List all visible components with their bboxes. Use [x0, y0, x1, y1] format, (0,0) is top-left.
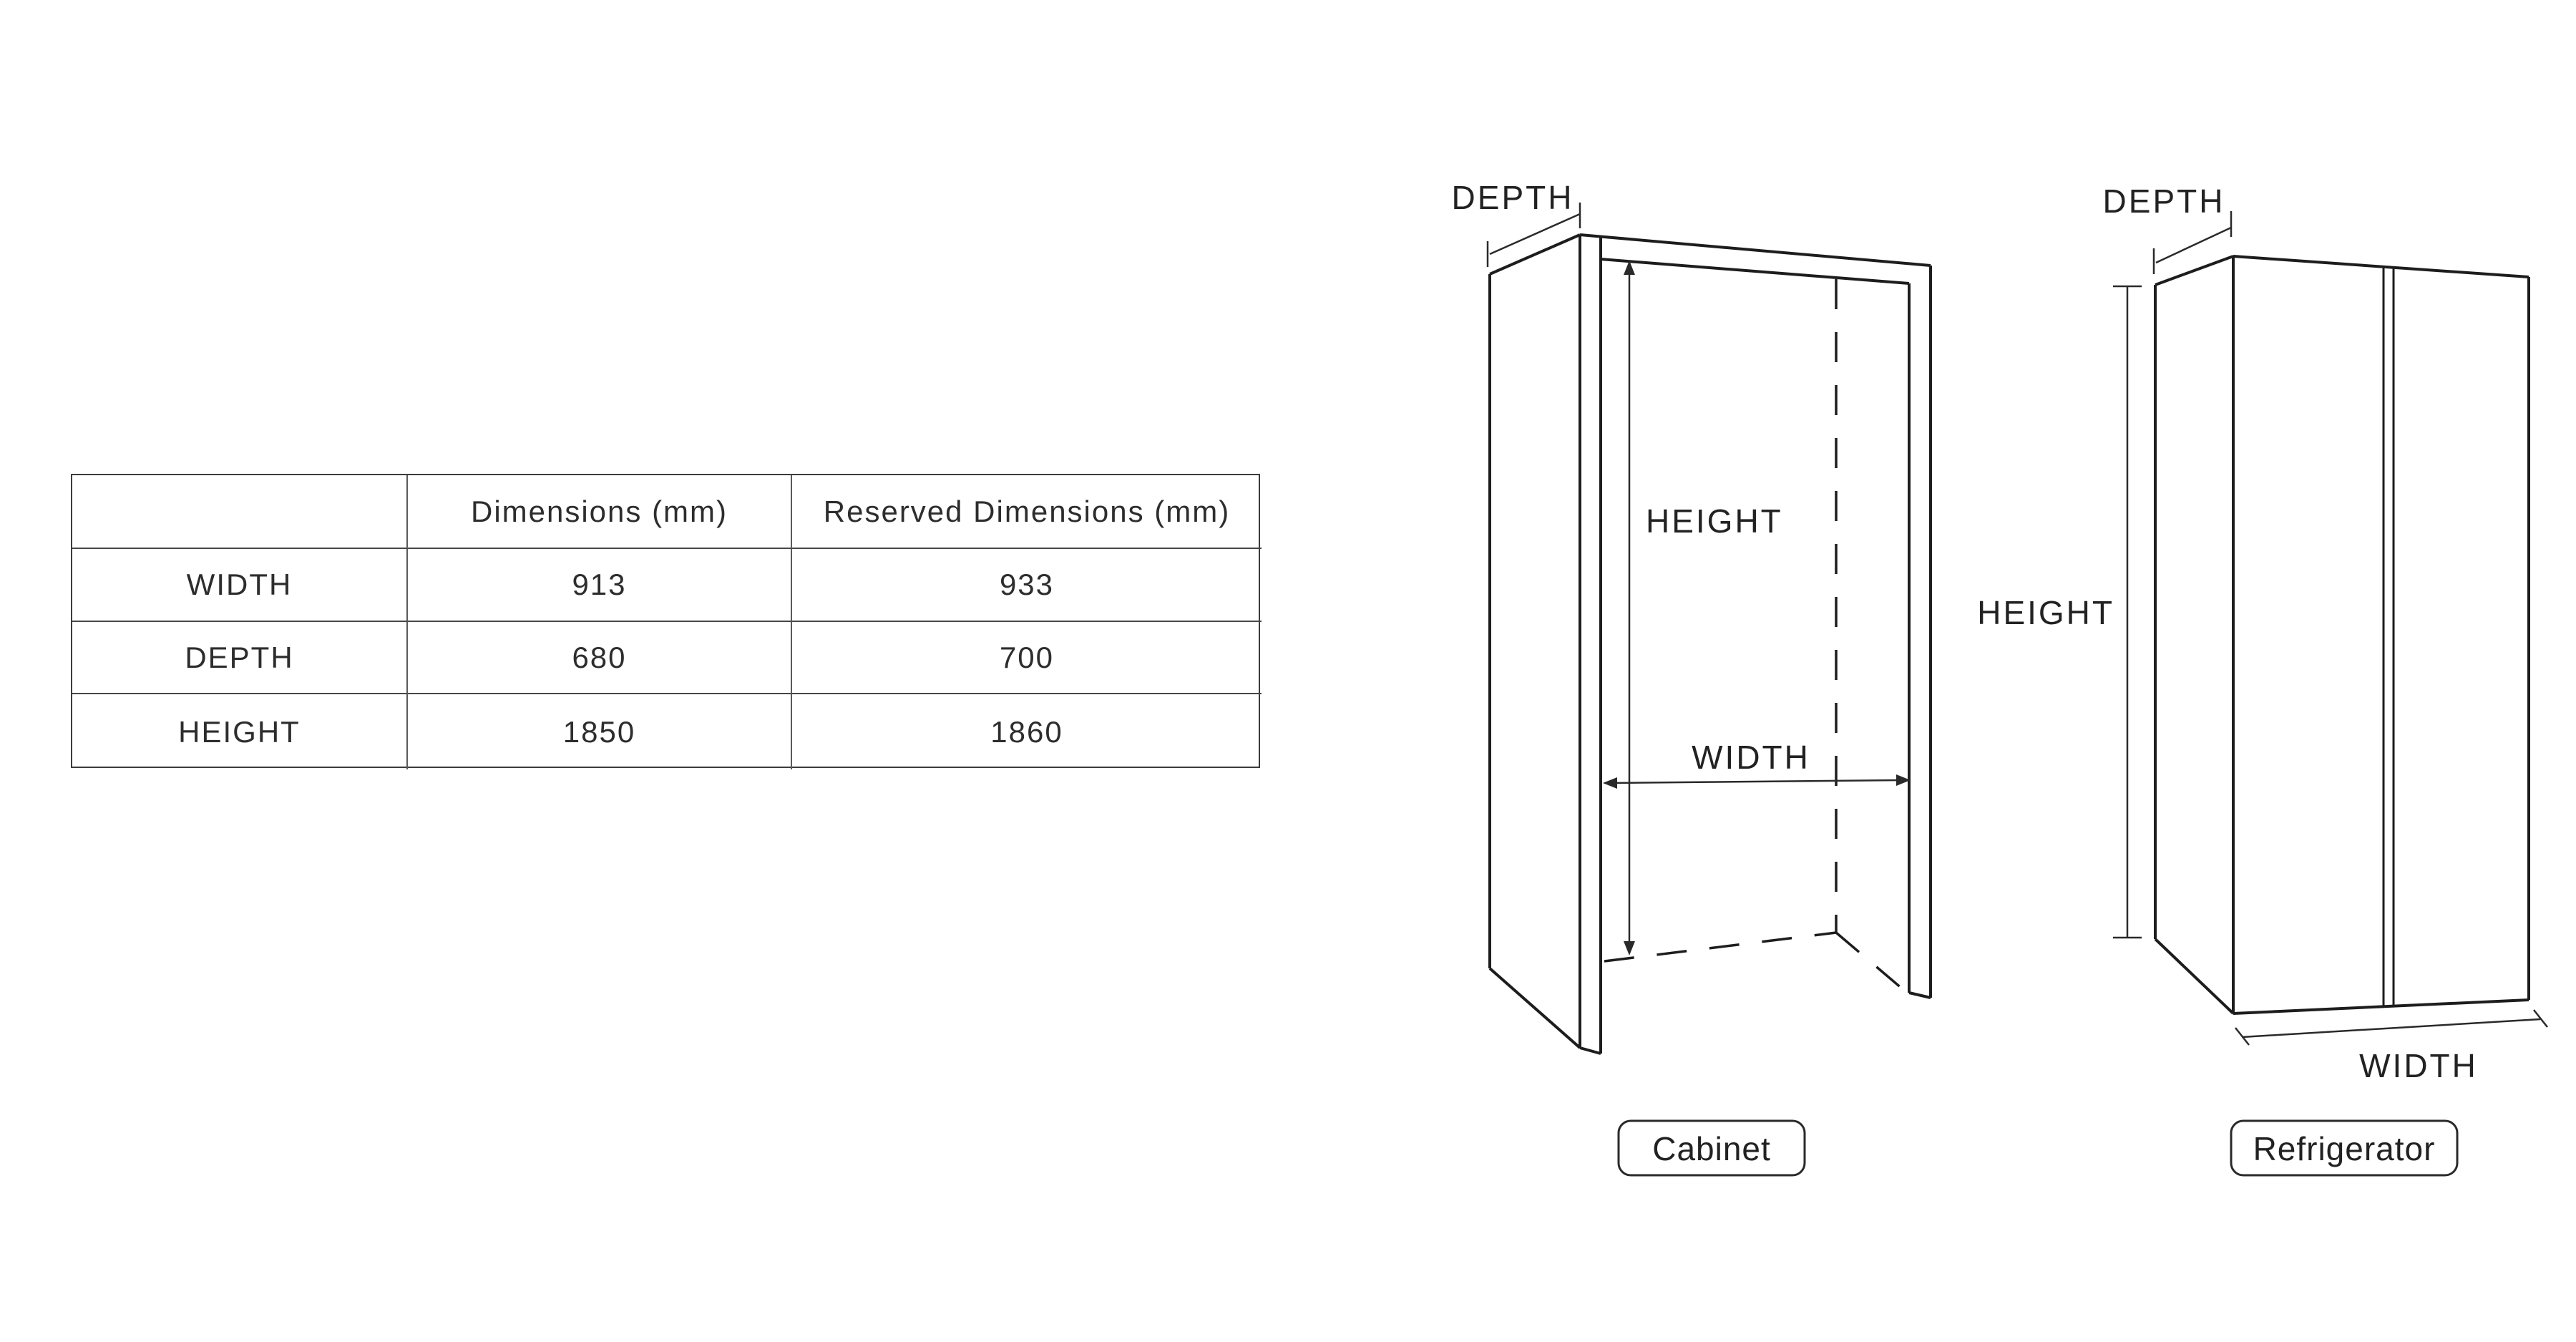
- cabinet-width-label: WIDTH: [1692, 739, 1810, 776]
- refrigerator-door-gap: [2382, 267, 2395, 1007]
- width-reserved-value: 933: [792, 549, 1262, 622]
- refrigerator-depth-dimension-line: [2152, 211, 2233, 274]
- cabinet-depth-dimension-line: [1486, 203, 1581, 267]
- refrigerator-height-dimension-line: [2113, 285, 2142, 939]
- cabinet-height-arrow-down: [1624, 941, 1635, 956]
- installation-diagrams: DEPTH HEIGHT WIDTH Cabinet: [1395, 143, 2576, 1217]
- cabinet-top-beam: [1579, 233, 1931, 285]
- refrigerator-caption-badge: [2230, 1119, 2459, 1177]
- cabinet-floor-dashed-lines: [1604, 931, 1908, 994]
- refrigerator-height-label: HEIGHT: [1977, 594, 2114, 631]
- cabinet-width-dimension-line: [1612, 779, 1902, 784]
- cabinet-right-stile: [1908, 266, 1932, 999]
- refrigerator-width-label: WIDTH: [2359, 1047, 2478, 1084]
- cabinet-drawing: DEPTH HEIGHT WIDTH Cabinet: [1452, 179, 1932, 1177]
- table-header-empty: [72, 475, 408, 549]
- cabinet-side-panel: [1488, 233, 1602, 1055]
- table-header-dimensions: Dimensions (mm): [408, 475, 792, 549]
- cabinet-caption-badge: [1617, 1119, 1806, 1177]
- row-label-width: WIDTH: [72, 549, 408, 622]
- refrigerator-caption-text: Refrigerator: [2253, 1130, 2436, 1167]
- depth-reserved-value: 700: [792, 622, 1262, 694]
- cabinet-height-label: HEIGHT: [1646, 502, 1783, 540]
- height-reserved-value: 1860: [990, 714, 1063, 749]
- refrigerator-body: [2154, 255, 2530, 1015]
- width-dimension-value: 913: [408, 549, 792, 622]
- cabinet-caption-text: Cabinet: [1652, 1130, 1771, 1167]
- cabinet-height-arrow-up: [1624, 261, 1635, 275]
- table-header-reserved: Reserved Dimensions (mm): [792, 475, 1262, 549]
- dimensions-table: Dimensions (mm) Reserved Dimensions (mm)…: [71, 474, 1262, 769]
- cabinet-width-arrow-left: [1603, 777, 1617, 789]
- height-dimension-value: 1850: [408, 694, 792, 769]
- cabinet-width-arrow-right: [1896, 774, 1911, 786]
- row-label-depth: DEPTH: [72, 622, 408, 694]
- refrigerator-depth-label: DEPTH: [2103, 183, 2225, 220]
- row-label-height: HEIGHT: [72, 694, 408, 769]
- depth-dimension-value: 680: [408, 622, 792, 694]
- refrigerator-drawing: DEPTH HEIGHT WIDTH Refrigerator: [1977, 183, 2548, 1177]
- refrigerator-width-dimension-line: [2235, 1009, 2548, 1046]
- cabinet-depth-label: DEPTH: [1452, 179, 1574, 216]
